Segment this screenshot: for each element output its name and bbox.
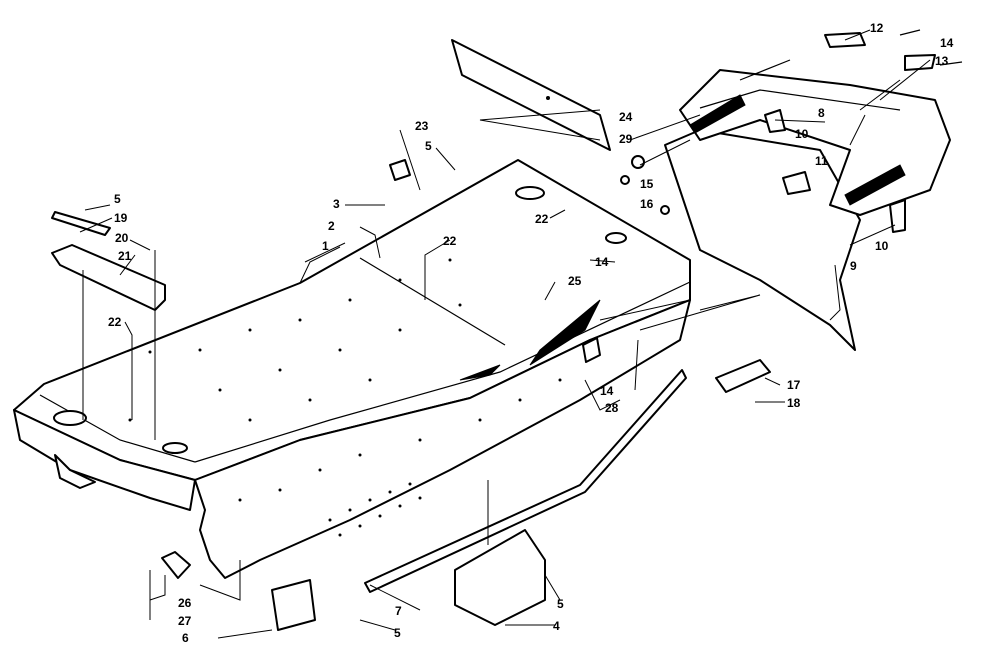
callout-29: 29	[619, 132, 633, 146]
rivet-holes	[128, 258, 562, 537]
badge-28	[582, 337, 601, 363]
callout-17: 17	[787, 378, 801, 392]
tunnel-opening-left	[53, 410, 87, 426]
snow-flap	[451, 39, 611, 151]
plate-6	[271, 579, 316, 631]
callout-24: 24	[619, 110, 633, 124]
pad-23	[389, 159, 411, 181]
bolt-14-b	[939, 61, 963, 66]
tunnel-crease-left	[39, 394, 196, 463]
callout-18: 18	[787, 396, 801, 410]
callout-8: 8	[818, 106, 825, 120]
flap-hole	[546, 96, 550, 100]
callout-14-top: 14	[940, 36, 954, 50]
callout-22-right: 22	[535, 212, 549, 226]
rear-bumper-body	[664, 129, 861, 351]
callout-19: 19	[114, 211, 128, 225]
rack-grip-left	[689, 94, 746, 134]
tunnel-seam	[359, 257, 506, 346]
clip-26	[161, 551, 191, 579]
strip-19	[51, 211, 111, 236]
callout-28: 28	[605, 401, 619, 415]
callout-10-lower: 10	[875, 239, 889, 253]
bolt-14-a	[899, 29, 921, 36]
callout-7: 7	[395, 604, 402, 618]
tunnel-opening-rear	[162, 442, 188, 454]
rack-grip-right	[844, 164, 906, 206]
callout-21: 21	[118, 249, 132, 263]
callout-4: 4	[553, 619, 560, 633]
rail-7	[364, 369, 687, 593]
callout-23: 23	[415, 119, 429, 133]
callout-labels: 1 2 3 4 5 5 5 5 6 7 8 9 10 10 11 12 13 1…	[108, 21, 954, 645]
callout-22-left: 22	[108, 315, 122, 329]
callout-9: 9	[850, 259, 857, 273]
tunnel-slot-top	[515, 186, 545, 200]
callout-12: 12	[870, 21, 884, 35]
nut-15	[620, 175, 630, 185]
callout-26: 26	[178, 596, 192, 610]
pad-13	[904, 54, 936, 71]
callout-14-middle: 14	[595, 255, 609, 269]
bracket-4	[454, 529, 546, 626]
tunnel-crease-right	[194, 281, 691, 463]
callout-20: 20	[115, 231, 129, 245]
hitch-bracket	[54, 454, 96, 489]
decal-arrow	[459, 364, 501, 381]
washer-29	[631, 155, 645, 169]
callout-16: 16	[640, 197, 654, 211]
callout-15: 15	[640, 177, 654, 191]
callout-5-top: 5	[425, 139, 432, 153]
callout-5-left: 5	[114, 192, 121, 206]
decal-stripe	[529, 299, 601, 366]
tunnel-slot-right	[605, 232, 627, 244]
callout-27: 27	[178, 614, 192, 628]
rack-rail-inner	[699, 89, 901, 111]
leader-lines	[79, 29, 931, 639]
nut-16	[660, 205, 670, 215]
tunnel-side-wall	[194, 299, 691, 579]
callout-22-center: 22	[443, 234, 457, 248]
rack-rail-left	[739, 59, 791, 81]
reflector-17	[715, 359, 771, 393]
callout-13: 13	[935, 54, 949, 68]
tunnel-assembly	[13, 159, 691, 579]
bracket-10-upper	[764, 109, 786, 133]
callout-14-lower: 14	[600, 384, 614, 398]
bracket-21	[51, 244, 166, 311]
callout-5-right: 5	[557, 597, 564, 611]
rear-bumper-assembly	[664, 59, 951, 351]
bracket-11	[782, 171, 811, 195]
bracket-10-lower	[889, 199, 906, 233]
callout-25: 25	[568, 274, 582, 288]
tunnel-left-flap	[13, 409, 196, 511]
callout-2: 2	[328, 219, 335, 233]
callout-1: 1	[322, 239, 329, 253]
callout-3: 3	[333, 197, 340, 211]
callout-5-bottom: 5	[394, 626, 401, 640]
callout-10-upper: 10	[795, 127, 809, 141]
callout-11: 11	[815, 154, 828, 168]
callout-6: 6	[182, 631, 189, 645]
